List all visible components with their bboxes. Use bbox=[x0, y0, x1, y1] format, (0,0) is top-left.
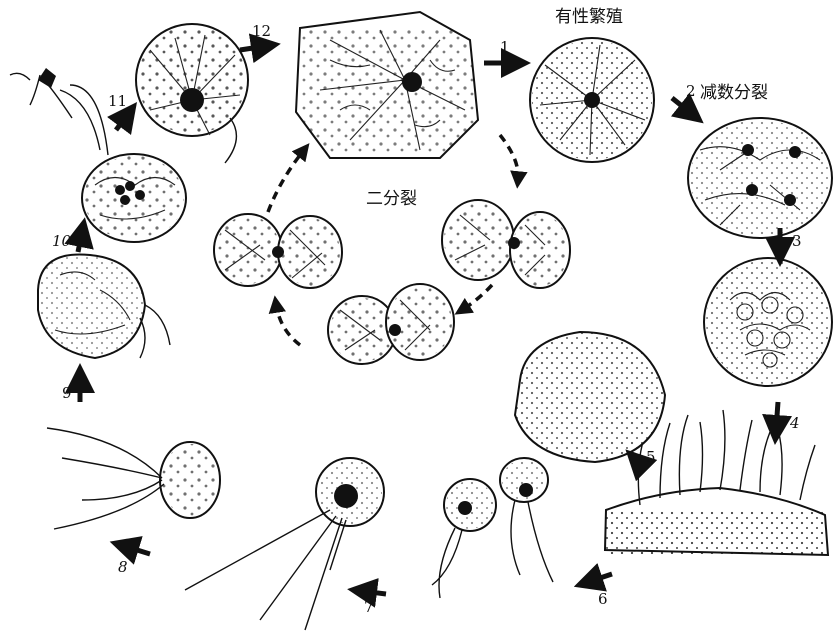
step-label-7: 7 bbox=[364, 598, 374, 616]
arrow-10 bbox=[78, 232, 82, 252]
flagellated-zygote bbox=[47, 428, 220, 529]
step-label-2: 2 bbox=[686, 82, 696, 100]
sexual-reproduction-cell bbox=[530, 38, 654, 162]
nuclear-division-cell bbox=[82, 154, 186, 242]
meiosis-cell bbox=[688, 118, 832, 238]
label-meiosis: 减数分裂 bbox=[700, 83, 768, 103]
germinating-cell bbox=[38, 254, 170, 358]
binary-fission-bottom-pair bbox=[328, 284, 454, 364]
arrow-6 bbox=[588, 574, 612, 582]
arrow-12 bbox=[240, 46, 266, 50]
arrow-7 bbox=[362, 591, 386, 594]
step-label-3: 3 bbox=[792, 232, 802, 250]
step-label-5: 5 bbox=[646, 448, 656, 466]
step-label-11: 11 bbox=[108, 92, 127, 110]
arrow-8 bbox=[124, 546, 150, 554]
arrow-11 bbox=[116, 114, 128, 130]
step-label-1: 1 bbox=[500, 38, 510, 56]
central-vegetative-cell bbox=[296, 12, 478, 158]
step-label-10: 10 bbox=[52, 232, 72, 250]
paired-flagellated-cells bbox=[432, 458, 553, 598]
gamete-cluster-cell bbox=[704, 258, 832, 386]
step-label-8: 8 bbox=[118, 558, 128, 576]
mature-cell-with-nucleus bbox=[136, 24, 248, 163]
step-label-12: 12 bbox=[252, 22, 271, 40]
label-sexual-reproduction: 有性繁殖 bbox=[555, 7, 623, 27]
binary-fission-left-pair bbox=[214, 214, 342, 288]
step-label-4: 4 bbox=[789, 414, 800, 432]
arrow-2 bbox=[672, 98, 692, 114]
binary-fission-right-pair bbox=[442, 200, 570, 288]
label-binary-fission: 二分裂 bbox=[366, 189, 417, 209]
step-label-9: 9 bbox=[62, 384, 72, 402]
arrow-5 bbox=[636, 460, 646, 470]
spotted-round-cell bbox=[515, 332, 665, 462]
arrow-4 bbox=[776, 402, 778, 430]
escaping-cell-with-tube bbox=[10, 68, 108, 155]
step-label-6: 6 bbox=[598, 590, 608, 608]
